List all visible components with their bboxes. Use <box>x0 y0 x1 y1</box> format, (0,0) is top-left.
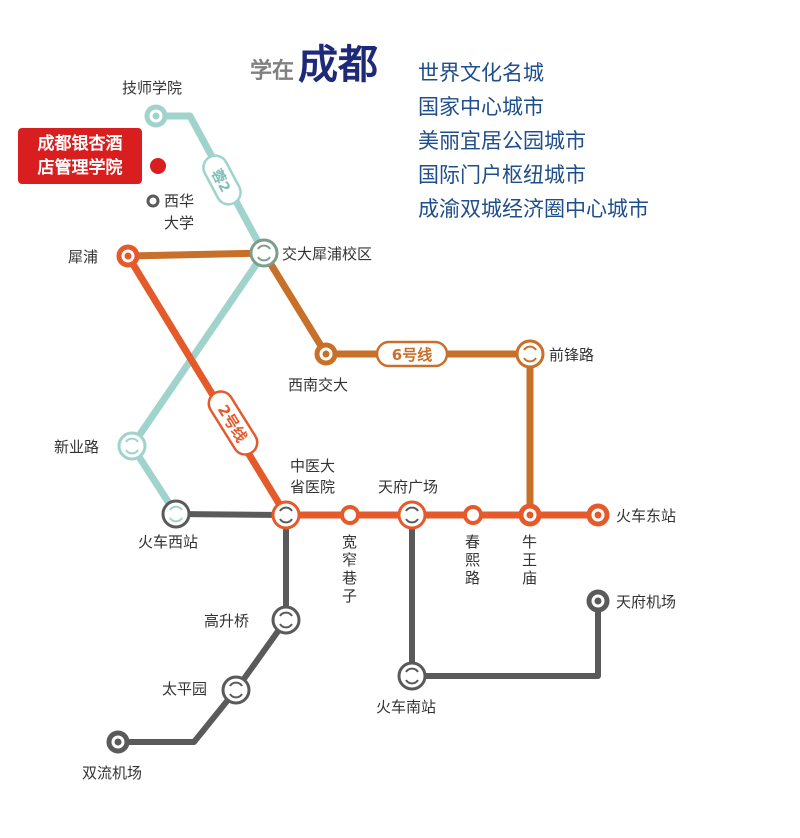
slogan-item: 美丽宜居公园城市 <box>418 129 586 153</box>
label-niuwang-1: 牛 <box>522 533 537 551</box>
label-xihua-1: 西华 <box>164 192 194 210</box>
station-shuangliu <box>106 730 130 754</box>
label-qianfeng: 前锋路 <box>549 346 594 364</box>
station-tianfu-jichang <box>586 589 610 613</box>
label-xinye: 新业路 <box>54 438 99 456</box>
station-qianfeng <box>515 339 545 369</box>
line-label-line2: 2号线 <box>207 390 259 456</box>
slogan-item: 世界文化名城 <box>418 61 544 85</box>
transfer-icon <box>279 506 293 524</box>
headline-city: 成都 <box>298 42 379 88</box>
label-niuwang-3: 庙 <box>522 569 537 587</box>
route-gray-west <box>175 511 287 518</box>
label-chunxi-1: 春 <box>465 533 480 551</box>
station-xinan-jiaoda <box>314 342 338 366</box>
line-label-line6: 6号线 <box>375 340 449 368</box>
transfer-icon <box>405 667 419 685</box>
headline-prefix: 学在 <box>250 59 295 84</box>
transfer-icon <box>125 437 139 455</box>
station-xipu <box>116 244 140 268</box>
slogan-item: 成渝双城经济圈中心城市 <box>418 197 649 221</box>
slogan-item: 国际门户枢纽城市 <box>418 163 586 187</box>
route-xipu-connector <box>127 249 265 260</box>
station-taiping <box>221 675 251 705</box>
label-zhongyi-1: 中医大 <box>290 457 335 475</box>
slogan-list: 世界文化名城 国家中心城市 美丽宜居公园城市 国际门户枢纽城市 成渝双城经济圈中… <box>418 56 649 226</box>
headline: 学在成都 <box>250 32 378 90</box>
label-taiping: 太平园 <box>162 680 207 698</box>
transfer-icon <box>405 506 419 524</box>
label-xipu: 犀浦 <box>68 248 98 266</box>
label-xinan-jiaoda: 西南交大 <box>288 376 348 394</box>
label-kuanzhai-4: 子 <box>342 587 357 605</box>
school-label-line: 成都银杏酒 <box>37 134 123 154</box>
label-kuanzhai-3: 巷 <box>342 569 357 587</box>
label-tianfu-jichang: 天府机场 <box>616 593 676 611</box>
station-xinye <box>117 431 147 461</box>
station-zhongyi <box>271 500 301 530</box>
station-niuwang <box>518 503 542 527</box>
station-kuanzhai <box>340 505 360 525</box>
label-chunxi-2: 熙 <box>465 551 480 569</box>
label-huoche-dong: 火车东站 <box>616 507 676 525</box>
transfer-icon <box>169 505 183 523</box>
school-label-line: 店管理学院 <box>37 158 123 178</box>
slogan-item: 国家中心城市 <box>418 95 544 119</box>
transfer-icon <box>279 611 293 629</box>
station-huoche-dong <box>586 503 610 527</box>
school-label: 成都银杏酒 店管理学院 <box>18 128 142 184</box>
station-jishi <box>144 104 168 128</box>
label-kuanzhai-1: 宽 <box>342 533 357 551</box>
station-chunxi <box>463 505 483 525</box>
label-kuanzhai-2: 窄 <box>342 551 357 569</box>
route-gray-south <box>409 515 601 679</box>
label-shuangliu: 双流机场 <box>82 764 142 782</box>
label-tianfu-guangchang: 天府广场 <box>378 478 438 496</box>
station-tianfu-guangchang <box>397 500 427 530</box>
station-jiaoda-xipu <box>249 238 279 268</box>
station-huoche-nan <box>397 661 427 691</box>
label-gaosheng: 高升桥 <box>204 612 249 630</box>
station-xihua <box>146 194 160 208</box>
label-huoche-nan: 火车南站 <box>376 698 436 716</box>
line-label-line6-text: 6号线 <box>392 346 432 364</box>
transfer-icon <box>229 681 243 699</box>
label-niuwang-2: 王 <box>522 551 537 569</box>
transfer-icon <box>257 244 271 262</box>
transfer-icon <box>523 345 537 363</box>
label-chunxi-3: 路 <box>465 569 480 587</box>
station-gaosheng <box>271 605 301 635</box>
school-marker <box>150 158 166 174</box>
station-huoche-xi <box>161 499 191 529</box>
label-jishi: 技师学院 <box>122 79 182 97</box>
label-huoche-xi: 火车西站 <box>138 533 198 551</box>
label-zhongyi-2: 省医院 <box>290 478 335 496</box>
line-label-rail2: 蓉2 <box>202 154 242 206</box>
label-xihua-2: 大学 <box>164 214 194 232</box>
label-jiaoda-xipu: 交大犀浦校区 <box>282 245 372 263</box>
